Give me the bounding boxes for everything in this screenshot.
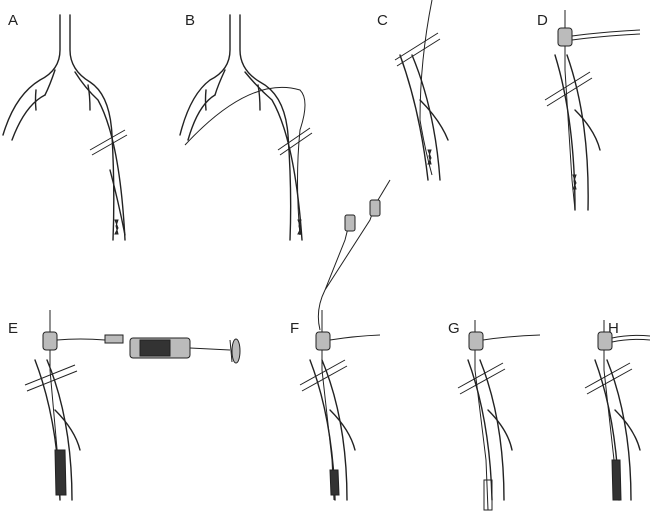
panel-label-g: G (448, 320, 460, 337)
panel-label-f: F (290, 320, 300, 337)
panel-label-d: D (537, 12, 548, 29)
panel-e-vessel-drawing (24, 310, 241, 501)
panel-d-vessel-drawing (544, 10, 641, 211)
panel-c-vessel-drawing (394, 0, 449, 181)
panel-label-b: B (185, 12, 196, 29)
panel-h-vessel-drawing (584, 320, 650, 501)
panel-label-e: E (8, 320, 19, 337)
panel-label-h: H (608, 320, 619, 337)
panel-f-vessel-drawing (299, 179, 391, 501)
panel-g-vessel-drawing (457, 320, 541, 511)
panel-b-vessel-drawing (179, 14, 313, 241)
panel-label-a: A (8, 12, 19, 29)
panel-a-vessel-drawing (2, 14, 128, 241)
panel-label-c: C (377, 12, 388, 29)
